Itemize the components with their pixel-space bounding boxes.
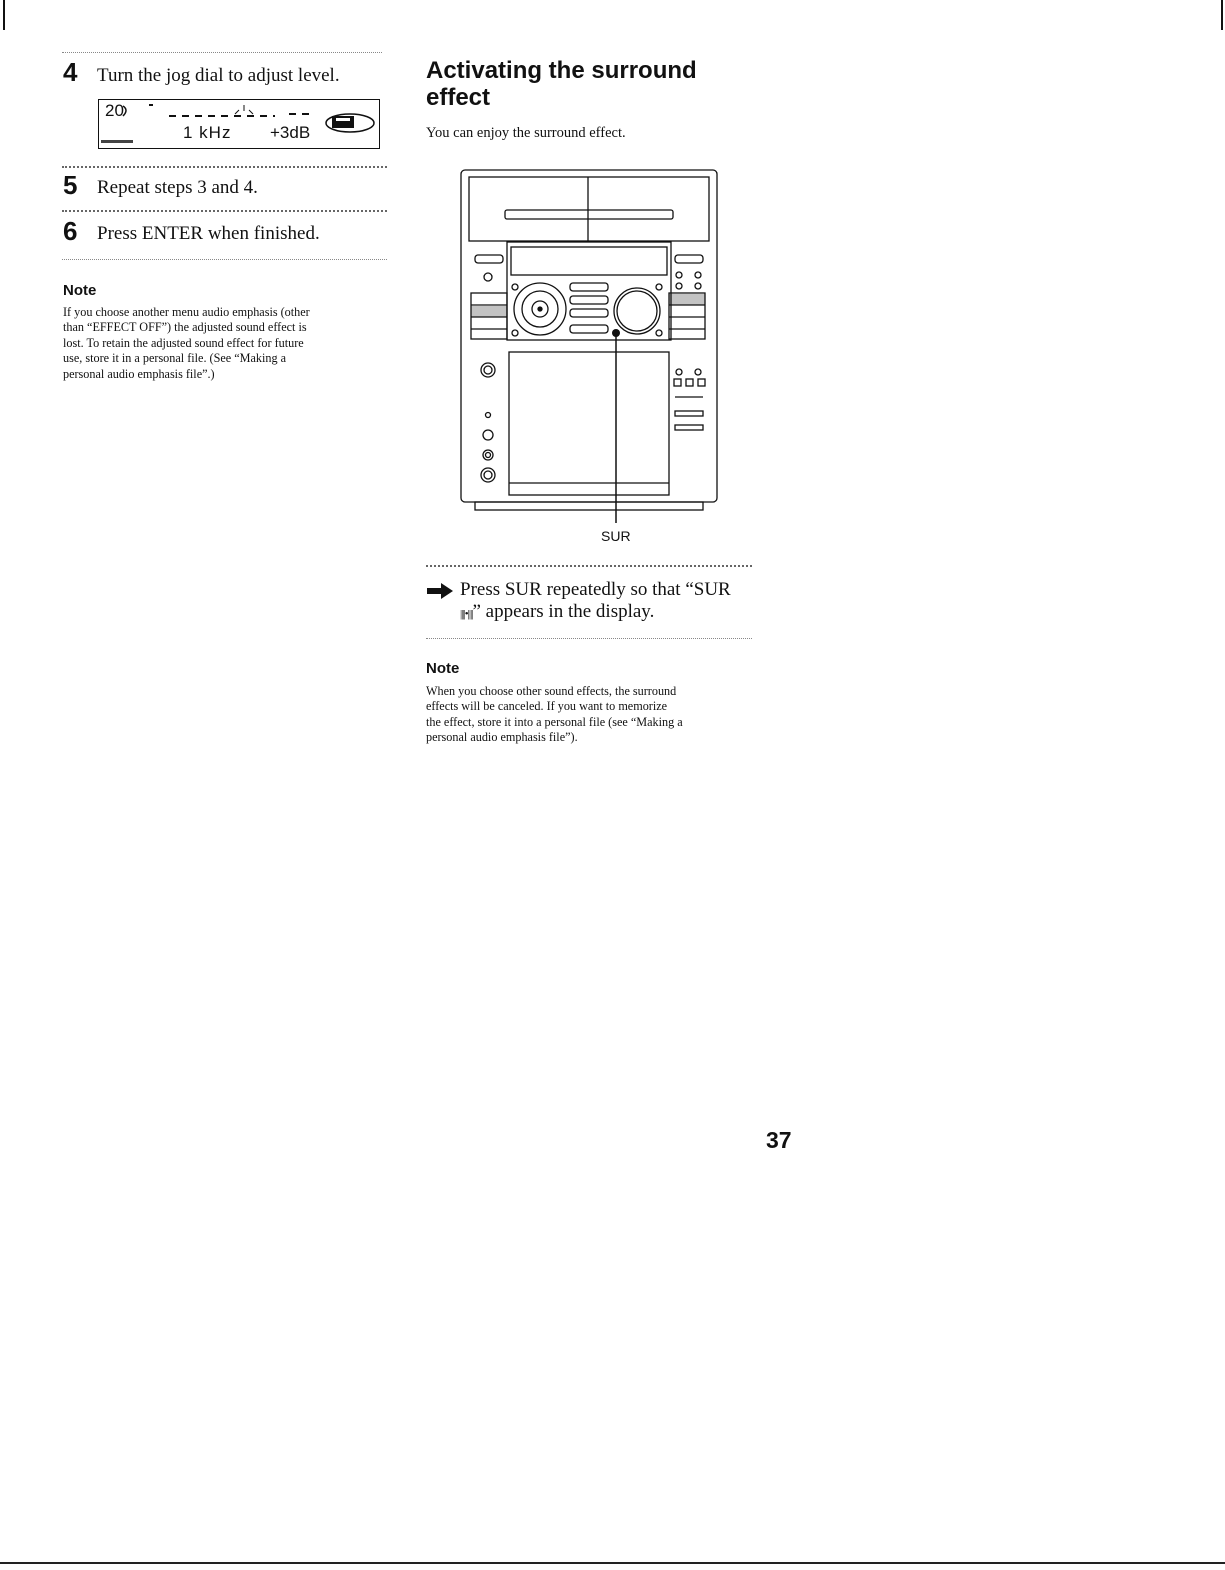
step-text: Turn the jog dial to adjust level. bbox=[97, 65, 340, 86]
dotted-rule bbox=[62, 259, 387, 260]
note-title: Note bbox=[63, 282, 97, 299]
dotted-rule bbox=[62, 166, 387, 168]
step-text: Press ENTER when finished. bbox=[97, 223, 320, 244]
note-line: effects will be canceled. If you want to… bbox=[426, 699, 668, 714]
heading-line: Activating the surround bbox=[426, 57, 697, 84]
crop-mark-right bbox=[1221, 0, 1223, 30]
top-dotted-rule bbox=[62, 52, 382, 53]
action-text-suffix: ” appears in the display. bbox=[472, 601, 655, 622]
note-line: personal audio emphasis file”.) bbox=[63, 366, 215, 381]
crop-mark-left bbox=[3, 0, 5, 30]
dotted-rule bbox=[426, 638, 752, 639]
note-body: When you choose other sound effects, the… bbox=[426, 684, 766, 746]
step-text: Repeat steps 3 and 4. bbox=[97, 177, 258, 198]
note-title: Note bbox=[426, 660, 460, 677]
note-line: lost. To retain the adjusted sound effec… bbox=[63, 335, 304, 350]
page-bottom-edge bbox=[0, 1562, 1225, 1564]
step-number: 6 bbox=[63, 216, 78, 246]
note-line: personal audio emphasis file”). bbox=[426, 730, 578, 745]
action-text-line2: ||||•||||” appears in the display. bbox=[460, 601, 654, 625]
heading-line: effect bbox=[426, 84, 491, 111]
page-number: 37 bbox=[766, 1127, 792, 1153]
dotted-rule bbox=[62, 210, 387, 212]
lcd-band-number: 20 bbox=[105, 101, 124, 120]
action-text-line1: Press SUR repeatedly so that “SUR bbox=[460, 579, 731, 600]
dotted-rule bbox=[426, 565, 752, 567]
sur-callout-label: SUR bbox=[601, 528, 631, 544]
stereo-system-illustration bbox=[460, 169, 718, 523]
note-line: use, store it in a personal file. (See “… bbox=[63, 351, 287, 366]
note-line: When you choose other sound effects, the… bbox=[426, 684, 677, 698]
note-line: the effect, store it into a personal fil… bbox=[426, 714, 683, 729]
lcd-level: +3dB bbox=[270, 123, 311, 142]
lcd-display: 20 1 kHz +3dB bbox=[98, 99, 380, 149]
step-number: 5 bbox=[63, 170, 78, 200]
step-number: 4 bbox=[63, 57, 78, 87]
lcd-segments-graphic bbox=[101, 104, 375, 143]
lcd-frequency: 1 kHz bbox=[183, 123, 232, 142]
note-body: If you choose another menu audio emphasi… bbox=[63, 305, 393, 382]
intro-text: You can enjoy the surround effect. bbox=[426, 125, 626, 141]
arrow-right-icon bbox=[427, 583, 453, 599]
note-line: If you choose another menu audio emphasi… bbox=[63, 305, 310, 319]
note-line: than “EFFECT OFF”) the adjusted sound ef… bbox=[63, 320, 307, 335]
surround-indicator: ||||•|||| bbox=[460, 608, 474, 620]
section-heading: Activating the surround effect bbox=[426, 57, 697, 111]
